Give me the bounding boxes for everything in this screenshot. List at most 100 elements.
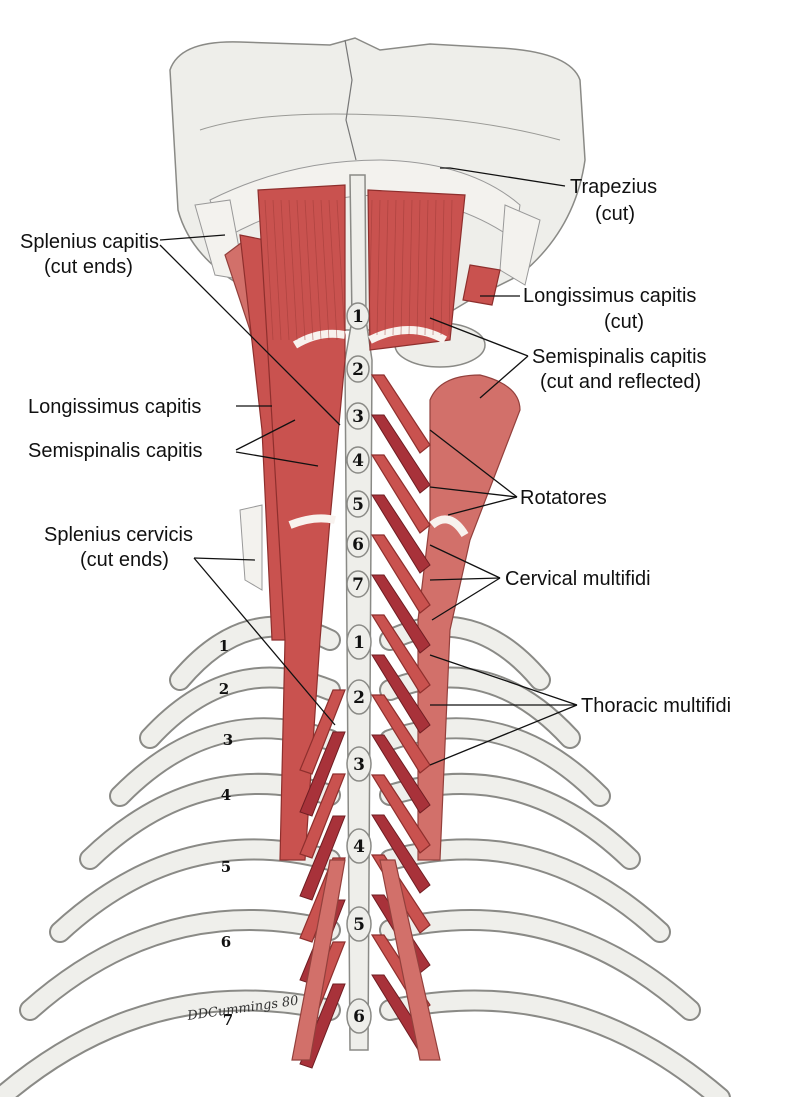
label-splenius-cervicis: Splenius cervicis [44, 524, 193, 546]
muscle-fibers [264, 199, 453, 341]
splenius-cervicis-cut [239, 504, 263, 591]
label-trapezius: Trapezius [570, 176, 657, 198]
vertebral-column [344, 174, 373, 1051]
label-semispinalis-capitis-right: Semispinalis capitis [532, 346, 707, 368]
label-longissimus-capitis-left: Longissimus capitis [28, 396, 201, 418]
deep-muscle-right-4 [371, 494, 431, 574]
longissimus-capitis-right [462, 264, 501, 306]
thoracic-vertebra-label-5: 5 [353, 915, 365, 935]
rib-left-6-fill [21, 911, 339, 1019]
deep-muscles [264, 199, 453, 1069]
label-semispinalis-capitis-left: Semispinalis capitis [28, 440, 203, 462]
rib-label-1: 1 [219, 637, 229, 655]
ribs-left [0, 615, 341, 1102]
deep-muscle-right-3 [370, 454, 431, 534]
cervical-vertebra-label-7: 7 [352, 575, 364, 595]
fiber-line [328, 199, 338, 341]
deep-muscle-left-4 [299, 815, 346, 901]
fiber-line [400, 199, 405, 336]
label-rotatores: Rotatores [520, 487, 607, 509]
label-cervical-multifidi: Cervical multifidi [505, 568, 651, 590]
rib-label-2: 2 [219, 680, 229, 698]
deep-muscle-left-1 [299, 689, 346, 775]
semispinalis-capitis-right-upper [367, 189, 466, 351]
multifidus-bundle-left [291, 859, 346, 1061]
thoracic-vertebra-4 [346, 828, 372, 864]
vertebral-bodies [346, 302, 372, 1034]
fiber-line [368, 199, 373, 336]
fiber-line [304, 199, 314, 341]
cervical-vertebra-label-4: 4 [352, 451, 364, 471]
label-splenius-cervicis-note: (cut ends) [80, 549, 169, 571]
leader-lines [159, 167, 578, 766]
cervical-vertebra-label-6: 6 [352, 535, 364, 555]
fiber-line [432, 199, 437, 336]
thoracic-vertebra-label-4: 4 [353, 837, 365, 857]
semispinalis-capitis-reflected [417, 374, 521, 861]
cervical-vertebra-5 [346, 490, 370, 518]
left-superficial-muscles [224, 184, 346, 861]
fiber-line [320, 199, 330, 341]
thoracic-vertebra-3 [346, 746, 372, 782]
deep-muscle-right-5 [370, 534, 431, 614]
cervical-vertebra-3 [346, 402, 370, 430]
cervical-vertebra-2 [346, 355, 370, 383]
cervical-vertebra-label-3: 3 [352, 407, 364, 427]
right-superficial-muscles [367, 189, 521, 861]
fiber-line [408, 199, 413, 336]
deep-muscle-left-2 [299, 731, 346, 817]
rib-left-7-fill [0, 991, 339, 1102]
thoracic-vertebra-label-2: 2 [353, 688, 365, 708]
fiber-line [416, 199, 421, 336]
label-longissimus-capitis-right: Longissimus capitis [523, 285, 696, 307]
label-longissimus-capitis-right-note: (cut) [604, 311, 644, 333]
rib-label-3: 3 [223, 731, 233, 749]
cervical-vertebra-7 [346, 570, 370, 598]
deep-muscle-right-11 [370, 774, 431, 854]
fiber-line [336, 199, 346, 341]
fiber-line [376, 199, 381, 336]
fiber-line [384, 199, 389, 336]
rib-label-5: 5 [221, 858, 231, 876]
cervical-vertebra-label-5: 5 [352, 495, 364, 515]
deep-muscle-left-3 [299, 773, 346, 859]
thoracic-vertebra-5 [346, 906, 372, 942]
label-splenius-capitis-note: (cut ends) [44, 256, 133, 278]
deep-muscle-right-7 [370, 614, 431, 694]
rib-label-6: 6 [221, 933, 231, 951]
label-semispinalis-capitis-right-note: (cut and reflected) [540, 371, 701, 393]
fiber-line [448, 199, 453, 336]
deep-muscle-right-10 [371, 734, 431, 814]
rib-right-6-fill [381, 911, 699, 1019]
cervical-vertebra-label-1: 1 [352, 307, 364, 327]
rib-right-7-fill [381, 991, 729, 1102]
thoracic-vertebra-6 [346, 998, 372, 1034]
cervical-vertebra-6 [346, 530, 370, 558]
fiber-line [280, 199, 290, 341]
fiber-line [264, 199, 274, 341]
fiber-line [424, 199, 429, 336]
label-splenius-capitis: Splenius capitis [20, 231, 159, 253]
cervical-vertebra-label-2: 2 [352, 360, 364, 380]
fiber-line [296, 199, 306, 341]
fiber-line [288, 199, 298, 341]
deep-muscle-right-1 [370, 374, 431, 454]
deep-muscle-right-8 [371, 654, 431, 734]
thoracic-vertebra-label-6: 6 [353, 1007, 365, 1027]
label-trapezius-note: (cut) [595, 203, 635, 225]
thoracic-vertebra-2 [346, 679, 372, 715]
labels: Trapezius (cut) Splenius capitis (cut en… [20, 176, 731, 717]
fiber-line [272, 199, 282, 341]
label-thoracic-multifidi: Thoracic multifidi [581, 695, 731, 717]
fiber-line [312, 199, 322, 341]
rib-numbers: 1 2 3 4 5 6 7 [219, 637, 233, 1029]
cervical-vertebra-4 [346, 446, 370, 474]
fiber-line [392, 199, 397, 336]
rib-label-4: 4 [221, 786, 231, 804]
multifidus-bundle-right [379, 859, 441, 1061]
thoracic-vertebra-label-3: 3 [353, 755, 365, 775]
rib-label-7: 7 [223, 1011, 233, 1029]
